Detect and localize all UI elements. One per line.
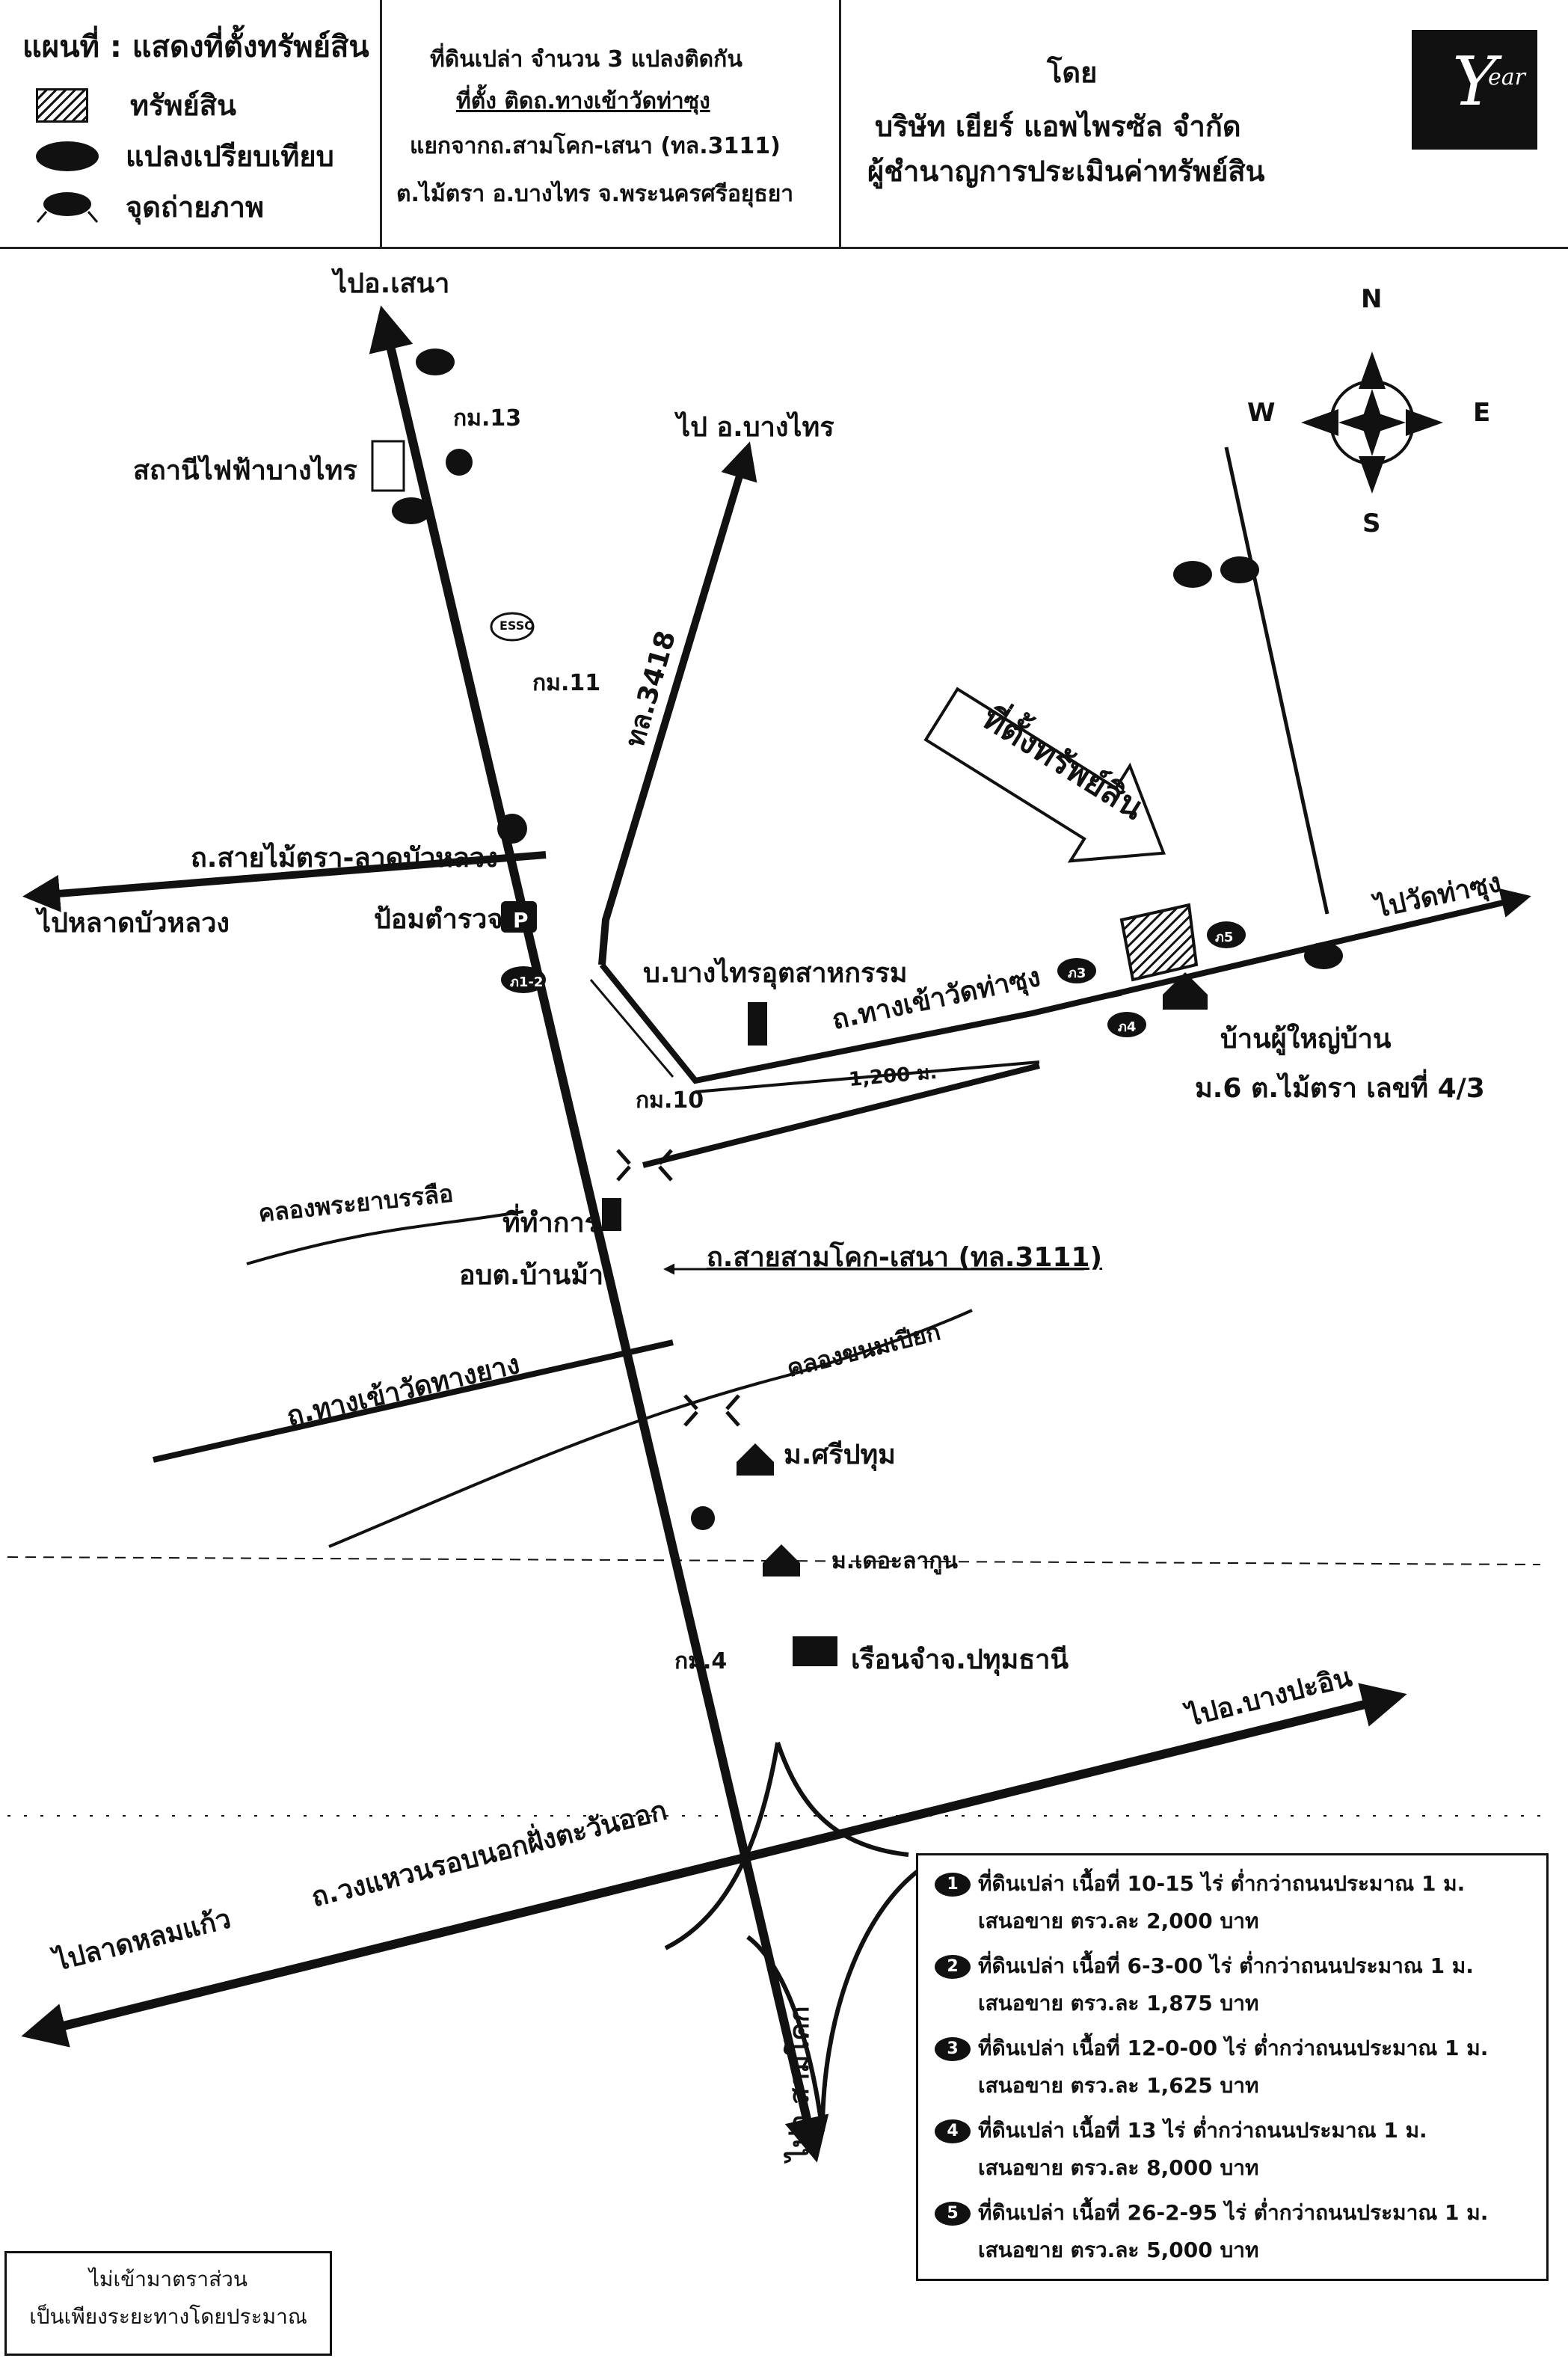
label-parking: P bbox=[513, 908, 529, 933]
header-divider bbox=[839, 0, 841, 247]
house-icon bbox=[737, 1443, 774, 1476]
label-company: บ.บางไทรอุตสาหกรรม bbox=[643, 958, 908, 989]
comparison-oval-icon bbox=[1207, 921, 1246, 948]
label-m-sripathum: ม.ศรีปทุม bbox=[784, 1440, 896, 1470]
legend-entry-price: เสนอขาย ตรว.ละ 1,875 บาท bbox=[978, 1991, 1259, 2015]
property-plot-icon bbox=[1119, 903, 1199, 982]
road-ne bbox=[1224, 446, 1329, 915]
photo-point-icon bbox=[36, 191, 99, 224]
header-divider bbox=[380, 0, 382, 247]
label-photo-5: ภ5 bbox=[1215, 930, 1234, 945]
police-icon bbox=[501, 901, 537, 933]
compass-east: E bbox=[1473, 398, 1491, 428]
label-village-address: ม.6 ต.ไม้ตรา เลขที่ 4/3 bbox=[1195, 1073, 1485, 1104]
label-to-samkhok: ไปอ.สามโคก bbox=[784, 2006, 815, 2161]
oval-marker-icon bbox=[36, 141, 99, 171]
road-maitra bbox=[22, 851, 547, 912]
compass-west: W bbox=[1247, 398, 1276, 428]
compass-icon bbox=[1301, 351, 1443, 494]
header-center-line: ที่ตั้ง ติดถ.ทางเข้าวัดท่าซุง bbox=[456, 88, 710, 114]
map-header: แผนที่ : แสดงที่ตั้งทรัพย์สิน ทรัพย์สิน … bbox=[0, 0, 1568, 249]
label-photo-3: ภ3 bbox=[1068, 965, 1086, 981]
header-center-line: ที่ดินเปล่า จำนวน 3 แปลงติดกัน bbox=[430, 46, 743, 73]
legend-entry-price: เสนอขาย ตรว.ละ 1,625 บาท bbox=[978, 2073, 1259, 2098]
building-icon bbox=[602, 1198, 621, 1231]
label-m-delagoon: ม.เดอะลากูน bbox=[831, 1548, 958, 1574]
label-km4: กม.4 bbox=[674, 1648, 728, 1674]
label-photo-1-2: ภ1-2 bbox=[510, 974, 544, 990]
legend-row-comparison: แปลงเปรียบเทียบ bbox=[36, 133, 334, 179]
property-arrow-icon bbox=[923, 687, 1166, 863]
legend-entry-price: เสนอขาย ตรว.ละ 2,000 บาท bbox=[978, 1909, 1259, 1933]
company-desc: ผู้ชำนาญการประเมินค่าทรัพย์สิน bbox=[867, 155, 1265, 188]
temple-icon bbox=[497, 814, 527, 844]
label-village-head: บ้านผู้ใหญ่บ้าน bbox=[1220, 1024, 1392, 1054]
comparison-oval-icon bbox=[1304, 942, 1343, 969]
pump-icon bbox=[691, 1506, 715, 1530]
legend-entry-price: เสนอขาย ตรว.ละ 5,000 บาท bbox=[978, 2238, 1259, 2262]
road-thangyang bbox=[153, 1339, 674, 1463]
legend-title: แผนที่ : แสดงที่ตั้งทรัพย์สิน bbox=[22, 30, 369, 64]
compass-south: S bbox=[1362, 509, 1381, 538]
compass-north: N bbox=[1361, 284, 1383, 314]
header-center-line: ต.ไม้ตรา อ.บางไทร จ.พระนครศรีอยุธยา bbox=[396, 181, 794, 207]
house-icon bbox=[763, 1544, 800, 1576]
ring-road bbox=[21, 1683, 1407, 2048]
label-to-sena: ไปอ.เสนา bbox=[333, 268, 450, 299]
label-km13: กม.13 bbox=[453, 405, 522, 432]
label-prison: เรือนจำจ.ปทุมธานี bbox=[851, 1645, 1069, 1675]
hatch-swatch-icon bbox=[36, 88, 88, 123]
label-office-2: อบต.บ้านม้า bbox=[459, 1260, 604, 1291]
label-to-bangsai: ไป อ.บางไทร bbox=[677, 412, 834, 443]
label-road-samkhok: ถ.สายสามโคก-เสนา (ทล.3111) bbox=[707, 1242, 1103, 1273]
header-by: โดย bbox=[1047, 56, 1098, 89]
house-icon bbox=[1163, 972, 1208, 1010]
comparison-oval-icon bbox=[392, 497, 431, 524]
esso-icon bbox=[490, 612, 535, 642]
comparison-oval-icon bbox=[416, 349, 455, 375]
legend-entry-price: เสนอขาย ตรว.ละ 8,000 บาท bbox=[978, 2155, 1259, 2180]
legend-row-photo: จุดถ่ายภาพ bbox=[36, 184, 264, 230]
gas-station-icon bbox=[446, 449, 473, 476]
photo-marker-icon bbox=[1057, 958, 1096, 983]
comparison-oval-icon bbox=[1173, 561, 1212, 588]
building-icon bbox=[748, 1002, 767, 1046]
label-km10: กม.10 bbox=[636, 1087, 704, 1114]
prison-icon bbox=[793, 1636, 837, 1666]
scale-footnote: ไม่เข้ามาตราส่วน เป็นเพียงระยะทางโดยประม… bbox=[4, 2251, 332, 2356]
power-station-icon bbox=[371, 440, 405, 492]
photo-marker-icon bbox=[1107, 1012, 1146, 1037]
legend-row-property: ทรัพย์สิน bbox=[36, 82, 236, 128]
label-office-1: ที่ทำการ bbox=[502, 1208, 600, 1238]
photo-marker-icon bbox=[501, 966, 546, 993]
company-name: บริษัท เยียร์ แอพไพรซัล จำกัด bbox=[875, 110, 1241, 143]
label-km11: กม.11 bbox=[532, 670, 601, 696]
label-esso: ESSO bbox=[499, 618, 535, 633]
header-center-line: แยกจากถ.สามโคก-เสนา (ทล.3111) bbox=[410, 133, 781, 159]
comparison-oval-icon bbox=[1220, 556, 1259, 583]
label-photo-4: ภ4 bbox=[1118, 1019, 1137, 1035]
label-police: ป้อมตำรวจ bbox=[374, 904, 503, 935]
label-power-station: สถานีไฟฟ้าบางไทร bbox=[133, 455, 357, 486]
road-3418 bbox=[598, 441, 757, 965]
label-to-ladbualuang: ไปหลาดบัวหลวง bbox=[37, 908, 230, 939]
label-road-maitra: ถ.สายไม้ตรา-ลาดบัวหลวง bbox=[191, 843, 498, 874]
